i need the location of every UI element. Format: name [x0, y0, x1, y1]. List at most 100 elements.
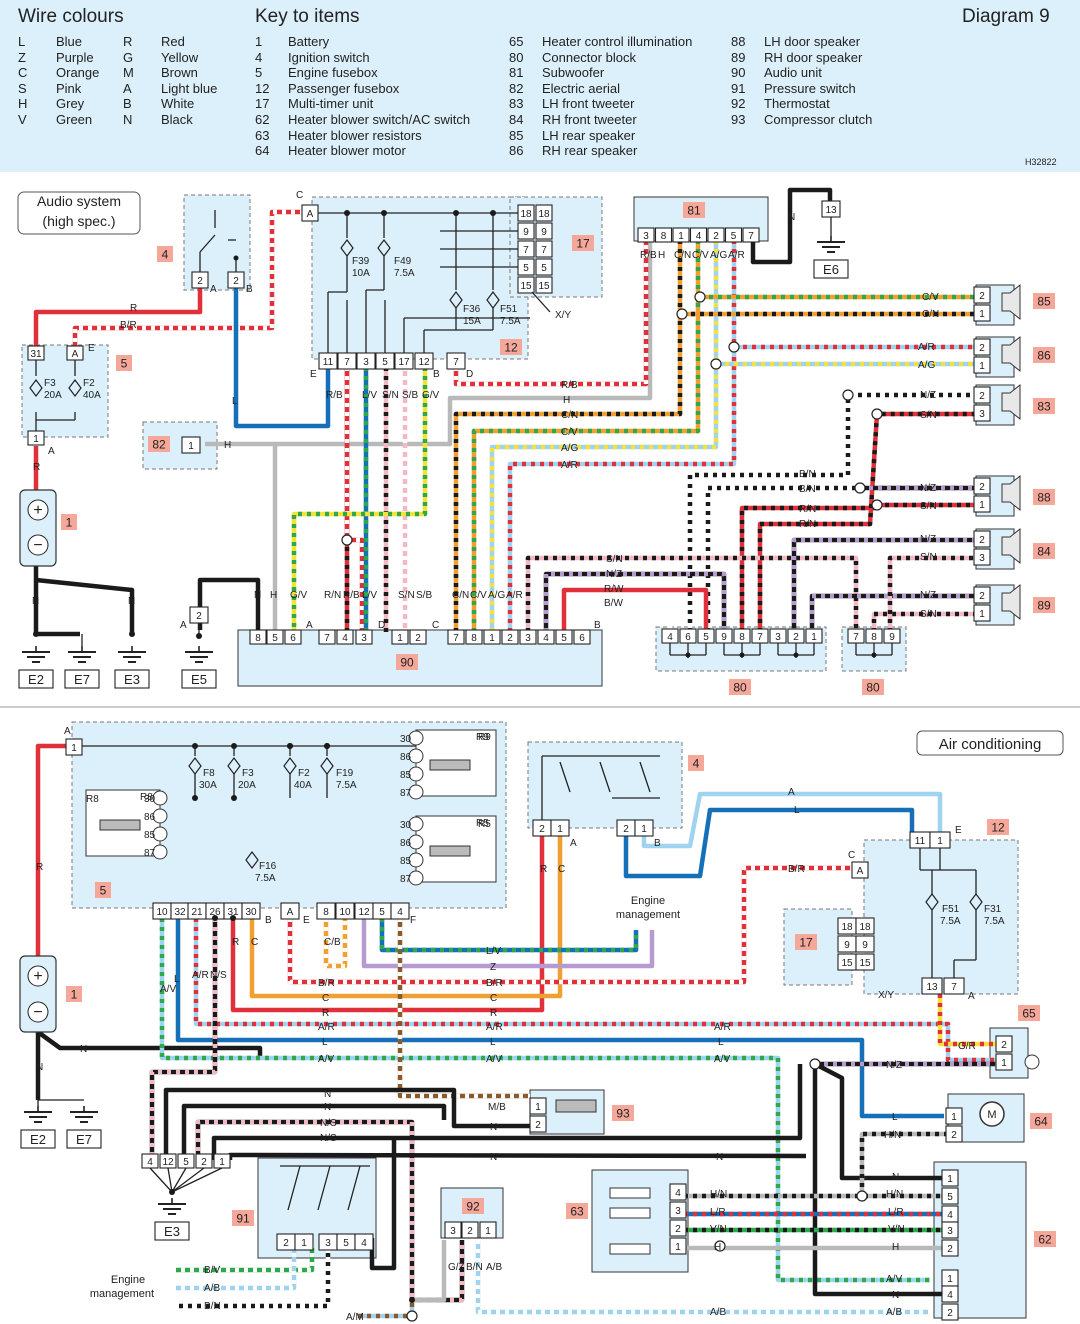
- wire-sn-89-tracer: [871, 611, 980, 632]
- wire-code: A/R: [561, 460, 578, 471]
- pin-5ac-10: [335, 902, 355, 920]
- fuse-f19: F19: [336, 768, 354, 779]
- ground-e6: E6: [823, 262, 839, 277]
- connector-line: [149, 1167, 173, 1193]
- wire-code: C/V: [561, 427, 578, 438]
- connector-line: [171, 1167, 205, 1193]
- pin-label: 6: [579, 633, 585, 644]
- fuse-icon: [245, 851, 259, 869]
- pin-17b-15: [535, 276, 553, 294]
- relay-pin: [408, 852, 424, 868]
- splice-ring: [809, 1058, 821, 1070]
- item-1-label-tag: [61, 514, 77, 530]
- wire-code: B/R: [120, 320, 137, 331]
- pin-90-5: [266, 629, 284, 645]
- wire-code: A/B: [710, 1307, 726, 1318]
- engine-management-2b: management: [90, 1288, 154, 1300]
- wire-code: M/B: [488, 1102, 506, 1113]
- wire-code: A/V: [714, 1054, 730, 1065]
- ground-e5-frame: [181, 669, 217, 689]
- pin-90-3: [355, 629, 373, 645]
- pin-90-4: [537, 629, 555, 645]
- battery-ac-minus-sign: −: [33, 1004, 42, 1021]
- relay-r5-label: R5: [476, 818, 489, 829]
- wire-code: V/N: [888, 1224, 905, 1235]
- splice-ring: [714, 1240, 726, 1252]
- wire-code: A/R: [506, 590, 523, 601]
- key-item-name: RH door speaker: [764, 49, 863, 65]
- wire-code: G/V: [422, 390, 440, 401]
- item-91-label: 91: [236, 1212, 250, 1226]
- resistor-icon: [609, 1187, 651, 1199]
- pin-label: 2: [535, 1120, 541, 1131]
- pin-label: 1: [937, 836, 943, 847]
- conn-letter: C: [432, 620, 439, 631]
- pin-65-1: [995, 1053, 1013, 1071]
- pin-label: 11: [323, 357, 334, 368]
- pin-62-6: [941, 1285, 959, 1303]
- rh-front-tweeter-p2: [973, 548, 991, 566]
- relay-pin: [152, 790, 168, 806]
- wire-colour-name: Grey: [56, 96, 85, 112]
- wire-code: A/B: [886, 1307, 902, 1318]
- fuse-f3-ac-rating: 20A: [238, 780, 256, 791]
- pin-label: 30: [400, 734, 412, 745]
- connector-line: [199, 234, 216, 253]
- fuse-f2-rating: 40A: [83, 390, 101, 401]
- pin-82: [181, 436, 201, 454]
- wire-code: L: [232, 396, 238, 407]
- pin-91-1: [294, 1233, 314, 1251]
- pin-17ac-b: [855, 953, 875, 971]
- wire-br-2-tracer: [236, 209, 308, 331]
- diagram-title: Diagram 9: [962, 6, 1050, 27]
- fuse-f39-rating: 10A: [352, 268, 370, 279]
- pin-label: 1: [979, 361, 985, 372]
- wire-code: R: [322, 1008, 329, 1019]
- pin-1-ac: [65, 738, 83, 756]
- relay-r9-name: R9: [478, 732, 491, 743]
- wire-ab-92-tracer: [475, 1240, 930, 1315]
- item-12-label: 12: [504, 341, 518, 355]
- item-83-label: 83: [1037, 400, 1051, 414]
- item-80b-label-tag: [862, 679, 884, 695]
- pin-label: 9: [862, 940, 868, 951]
- item-88-label: 88: [1037, 491, 1051, 505]
- connector-line: [167, 1167, 173, 1193]
- splice-ring: [728, 341, 740, 353]
- key-item-name: Connector block: [542, 49, 636, 65]
- key-item-number: 12: [255, 80, 270, 96]
- fuse-f51-rating: 7.5A: [500, 316, 521, 327]
- wire-n-sub: [750, 187, 833, 265]
- wire-code: S/N: [920, 609, 937, 620]
- junction-dot: [739, 652, 745, 658]
- wire-mb: [397, 918, 530, 1099]
- pin-label: 1: [489, 633, 495, 644]
- wire-code: A/G: [561, 443, 578, 454]
- key-item-number: 85: [509, 127, 524, 143]
- pin-label: 1: [301, 1238, 307, 1249]
- pin-label: 2: [467, 1226, 473, 1237]
- motor-icon: [979, 1101, 1005, 1127]
- wire-code: B/V: [204, 1265, 220, 1276]
- key-item-name: Thermostat: [764, 96, 830, 112]
- wire-code: A: [788, 787, 795, 798]
- wire-code: A/V: [318, 1054, 334, 1065]
- conn-letter: A: [180, 620, 187, 631]
- pin-label: 85: [400, 856, 412, 867]
- switch-contact: [639, 761, 651, 793]
- pin-label: 4: [543, 633, 549, 644]
- wire-code: H: [658, 250, 665, 261]
- conn-letter: X/Y: [878, 990, 894, 1001]
- pin-label: 8: [255, 633, 261, 644]
- ground-e7-ac-frame: [66, 1129, 102, 1149]
- key-item-name: LH front tweeter: [542, 96, 635, 112]
- wire-code: B/N: [799, 484, 816, 495]
- wire-code: R: [33, 462, 40, 473]
- wire-colour-code: N: [123, 111, 133, 127]
- wire-code: R/W: [604, 584, 624, 595]
- wire-n-long: [211, 1064, 803, 1160]
